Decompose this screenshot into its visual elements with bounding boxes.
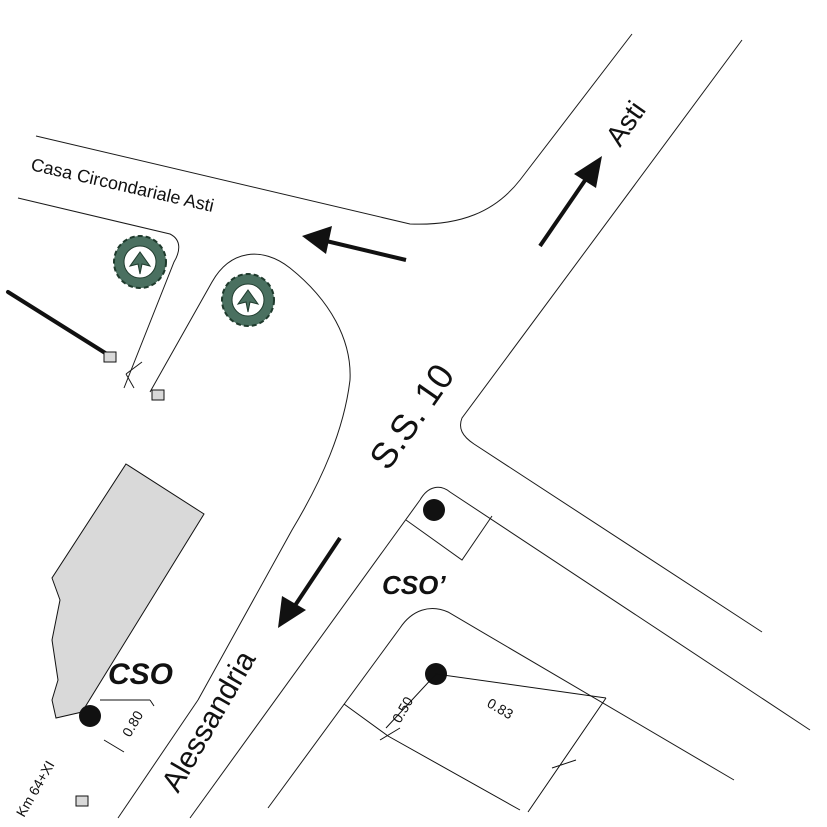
arrow-southwest	[278, 536, 342, 628]
dim-083-label: 0.83	[485, 695, 517, 723]
main-road	[117, 39, 811, 819]
post-left	[103, 351, 117, 363]
station-cso-label: CSO	[108, 658, 173, 691]
station-cso-dot	[79, 705, 101, 727]
gate-ticks	[125, 361, 143, 389]
dim-050-label: 0.50	[389, 694, 417, 726]
building	[51, 463, 205, 719]
main-road-left-edge	[117, 699, 199, 819]
arrow-west	[302, 226, 407, 262]
road-label: S.S. 10	[361, 356, 462, 476]
tree-2	[221, 273, 275, 327]
km-marker-label: Km 64+XI	[13, 758, 58, 820]
direction-asti: Asti	[600, 95, 652, 151]
station-cso-prime-label: CSO’	[382, 570, 446, 600]
cso-prime-ticks	[405, 515, 493, 561]
post-right	[151, 389, 165, 401]
dim-080-lines	[100, 699, 155, 753]
street-label: Casa Circondariale Asti	[29, 154, 216, 216]
main-road-east-edge	[460, 39, 763, 633]
km-post	[75, 795, 89, 807]
main-road-center-edge	[189, 499, 421, 819]
arrow-northeast	[538, 156, 602, 248]
side-street	[17, 33, 633, 701]
tree-1	[113, 235, 167, 289]
dim-lower-lines	[343, 673, 607, 813]
side-street-upper-edge	[35, 33, 633, 225]
station-cso-prime-dot	[423, 499, 445, 521]
side-street-median	[149, 253, 351, 701]
lower-block-edge	[267, 608, 735, 809]
main-road-east-edge-2	[419, 486, 811, 731]
side-street-lower-edge	[17, 197, 180, 389]
dimensions	[100, 673, 607, 813]
barrier-bar	[6, 290, 112, 358]
dim-080-label: 0.80	[119, 708, 147, 740]
gate-posts	[6, 290, 165, 807]
